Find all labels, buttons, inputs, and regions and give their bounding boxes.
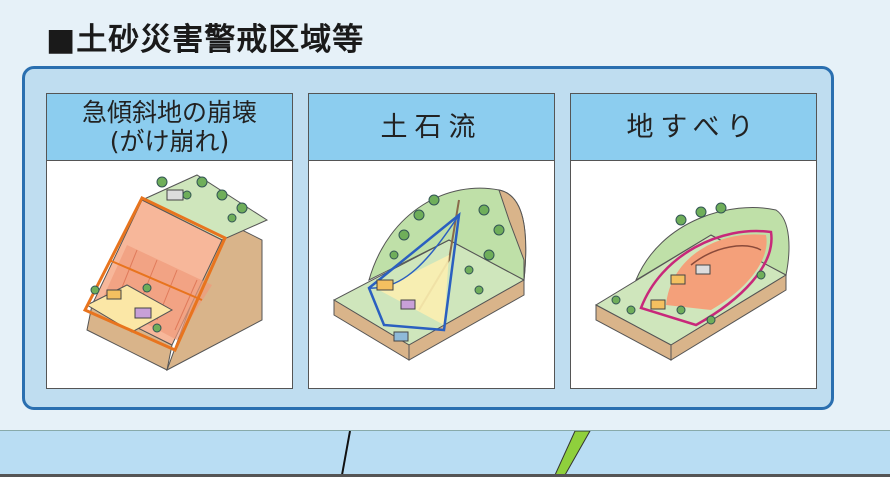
card-header-steep-slope: 急傾斜地の崩壊 (がけ崩れ): [47, 94, 292, 161]
hazard-types-panel: 急傾斜地の崩壊 (がけ崩れ): [22, 66, 834, 410]
landslide-svg: [594, 202, 790, 361]
card-header-landslide: 地すべり: [571, 94, 816, 161]
bottom-bar: [0, 474, 890, 494]
steep-slope-illustration: [47, 160, 291, 387]
debris-flow-svg: [332, 187, 527, 361]
map-strip-svg: [341, 430, 591, 476]
background-map-strip: [0, 430, 890, 476]
page-title: ■土砂災害警戒区域等: [46, 22, 365, 58]
card-header-debris-flow: 土石流: [309, 94, 554, 161]
card-landslide: 地すべり: [570, 93, 817, 389]
steep-slope-svg: [82, 174, 269, 372]
card-debris-flow: 土石流: [308, 93, 555, 389]
landslide-illustration: [571, 160, 815, 387]
card-steep-slope-collapse: 急傾斜地の崩壊 (がけ崩れ): [46, 93, 293, 389]
debris-flow-illustration: [309, 160, 553, 387]
